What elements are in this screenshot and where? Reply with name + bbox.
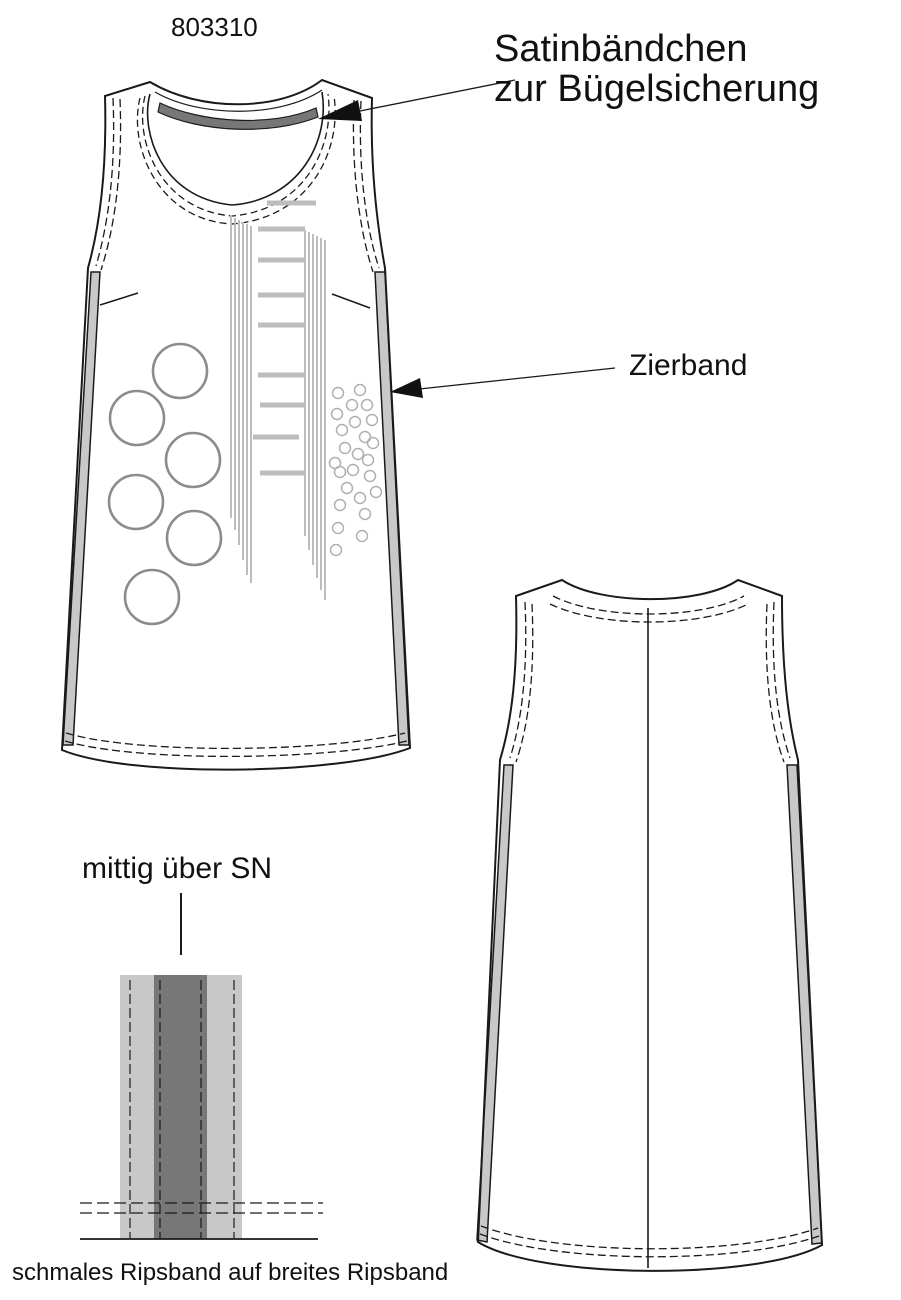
back-right-armhole-stitch-2 xyxy=(765,603,785,763)
zierband-label: Zierband xyxy=(629,349,748,382)
ribbon-detail xyxy=(80,893,323,1240)
satin-label-line1: Satinbändchen xyxy=(494,28,748,70)
front-view xyxy=(60,78,412,771)
back-body-outline xyxy=(476,578,824,1272)
front-left-armhole-stitch-2 xyxy=(100,98,122,271)
back-left-armhole-stitch-2 xyxy=(515,603,534,763)
front-hem-stitch-2 xyxy=(64,740,408,758)
print-small-circles xyxy=(328,383,383,557)
back-neckline-stitch xyxy=(552,595,745,615)
back-left-side-tape xyxy=(476,764,514,1243)
zierband-arrowhead xyxy=(390,378,423,398)
front-left-side-tape xyxy=(62,271,101,746)
front-right-side-tape xyxy=(374,271,410,746)
front-hem-stitch xyxy=(65,732,406,750)
back-right-armhole-stitch xyxy=(772,601,791,759)
satin-label-line2: zur Bügelsicherung xyxy=(494,67,820,110)
back-hem-stitch xyxy=(480,1225,819,1250)
front-right-dart xyxy=(331,293,371,309)
print-horizontal-bars xyxy=(253,200,316,476)
print-vertical-lines xyxy=(230,215,326,600)
front-body-outline xyxy=(60,78,412,771)
front-left-armhole-stitch xyxy=(95,97,115,267)
back-view xyxy=(476,578,824,1272)
hem-stitching-detail xyxy=(80,1202,323,1214)
front-right-armhole-stitch-2 xyxy=(352,99,374,273)
front-right-armhole-stitch xyxy=(359,100,380,269)
ribbon-stitching xyxy=(129,980,235,1238)
back-neck-line xyxy=(154,89,323,112)
front-neckline-inner xyxy=(146,91,324,206)
back-left-armhole-stitch xyxy=(509,601,527,759)
mittig-label: mittig über SN xyxy=(82,852,273,885)
front-neckline-stitch xyxy=(141,93,330,217)
back-neckline-stitch-2 xyxy=(549,603,749,623)
satin-pointer xyxy=(318,79,516,121)
back-hem-stitch-2 xyxy=(479,1233,820,1258)
ripsband-caption: schmales Ripsband auf breites Ripsband xyxy=(12,1259,449,1286)
article-number: 803310 xyxy=(171,12,258,42)
zierband-pointer xyxy=(390,367,616,398)
print-large-circles xyxy=(107,342,223,626)
satin-ribbon xyxy=(157,102,319,130)
narrow-ribbon xyxy=(154,975,207,1239)
back-right-side-tape xyxy=(786,764,823,1245)
satin-arrowhead xyxy=(318,100,362,121)
front-left-dart xyxy=(99,292,139,306)
satin-ribbon-label: Satinbändchen zur Bügelsicherung xyxy=(494,28,820,110)
